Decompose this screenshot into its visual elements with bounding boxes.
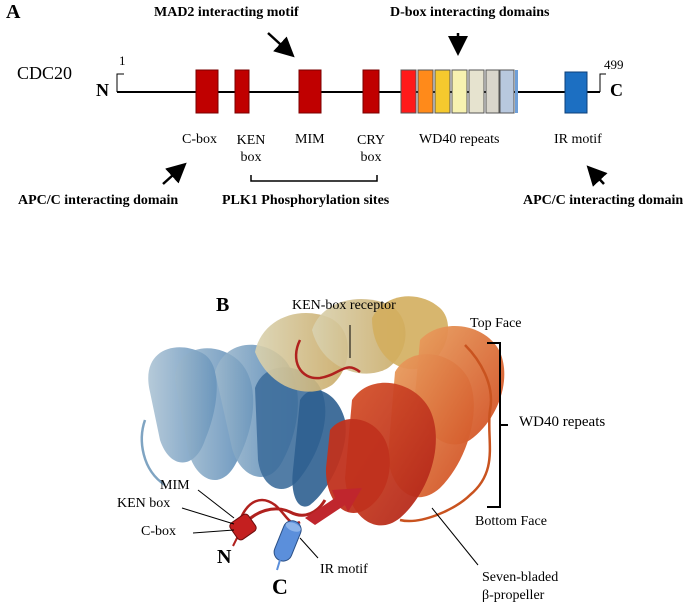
mim-label: MIM — [295, 132, 325, 147]
n-terminal-tail — [240, 499, 327, 528]
wd40-repeat-1 — [400, 69, 417, 114]
plk1-bracket — [250, 175, 378, 182]
end-residue: 499 — [604, 57, 624, 72]
kenbox-leader — [181, 507, 235, 525]
mim-block — [298, 69, 322, 114]
wd40-repeats-label: WD40 repeats — [419, 132, 500, 147]
panel-a-graphics — [116, 32, 608, 187]
cbox-leader — [192, 529, 235, 534]
cbox-structure-label: C-box — [141, 524, 176, 539]
kenbox-label-line2: box — [240, 150, 262, 165]
start-residue-tick — [116, 73, 124, 92]
plk1-phosphorylation-sites: PLK1 Phosphorylation sites — [222, 193, 390, 208]
kenbox-label: KEN box — [234, 132, 268, 166]
panel-b-label: B — [216, 294, 230, 316]
ir-motif-label: IR motif — [554, 132, 602, 147]
end-residue-tick — [599, 73, 606, 92]
kenbox-label-line1: KEN — [236, 133, 266, 148]
seven-bladed-propeller-label: Seven-bladed β-propeller — [482, 569, 558, 605]
c-terminus-label: C — [610, 80, 623, 100]
c-tail-stub — [276, 559, 281, 571]
propeller-leader — [431, 507, 479, 566]
mad2-motif-annotation: MAD2 interacting motif — [154, 5, 299, 20]
kenbox-block — [234, 69, 250, 114]
apc-left-arrow — [162, 162, 187, 185]
crybox-block — [362, 69, 380, 114]
propeller-label-line1: Seven-bladed — [482, 570, 559, 585]
apc-right-arrow — [586, 165, 608, 187]
wd40-repeats-structure-label: WD40 repeats — [519, 414, 606, 430]
protein-name: CDC20 — [17, 63, 73, 83]
propeller-label-line2: β-propeller — [482, 588, 545, 603]
panel-a-label: A — [6, 1, 21, 23]
mim-structure-label: MIM — [160, 478, 190, 493]
wd40-repeat-6 — [485, 69, 500, 114]
start-residue: 1 — [119, 53, 126, 68]
ir-motif-cylinder — [273, 520, 302, 562]
ir-motif-structure-label: IR motif — [320, 562, 368, 577]
wd40-repeat-2 — [417, 69, 434, 114]
apc-interacting-domain-right: APC/C interacting domain — [523, 193, 684, 208]
ken-box-receptor-label: KEN-box receptor — [292, 298, 396, 313]
wd40-repeat-4 — [451, 69, 468, 114]
wd40-repeat-5 — [468, 69, 485, 114]
crybox-label-line2: box — [360, 150, 382, 165]
crybox-label: CRY box — [353, 132, 389, 166]
dbox-domains-annotation: D-box interacting domains — [390, 5, 550, 20]
apc-interacting-domain-left: APC/C interacting domain — [18, 193, 179, 208]
ir-motif-block — [564, 71, 588, 114]
c-terminus-structure-label: C — [272, 574, 288, 599]
wd40-repeat-3 — [434, 69, 451, 114]
bottom-face-label: Bottom Face — [475, 514, 547, 529]
mim-leader — [197, 489, 235, 519]
wd40-repeat-8 — [515, 70, 518, 113]
wd40-bracket — [487, 342, 508, 508]
propeller-structure — [140, 296, 505, 547]
n-terminus-label: N — [96, 80, 109, 100]
top-face-label: Top Face — [470, 316, 522, 331]
cbox-label: C-box — [182, 132, 217, 147]
red-strand-arrow — [305, 488, 362, 525]
wd40-blocks — [400, 69, 518, 114]
ir-motif-leader — [299, 537, 319, 559]
cbox-block — [195, 69, 219, 114]
kenbox-structure-label: KEN box — [117, 496, 171, 511]
mad2-arrow — [267, 32, 295, 58]
wd40-repeat-7 — [499, 69, 515, 114]
n-terminus-structure-label: N — [217, 546, 232, 568]
n-terminal-motif-box — [229, 513, 257, 541]
crybox-label-line1: CRY — [356, 133, 385, 148]
